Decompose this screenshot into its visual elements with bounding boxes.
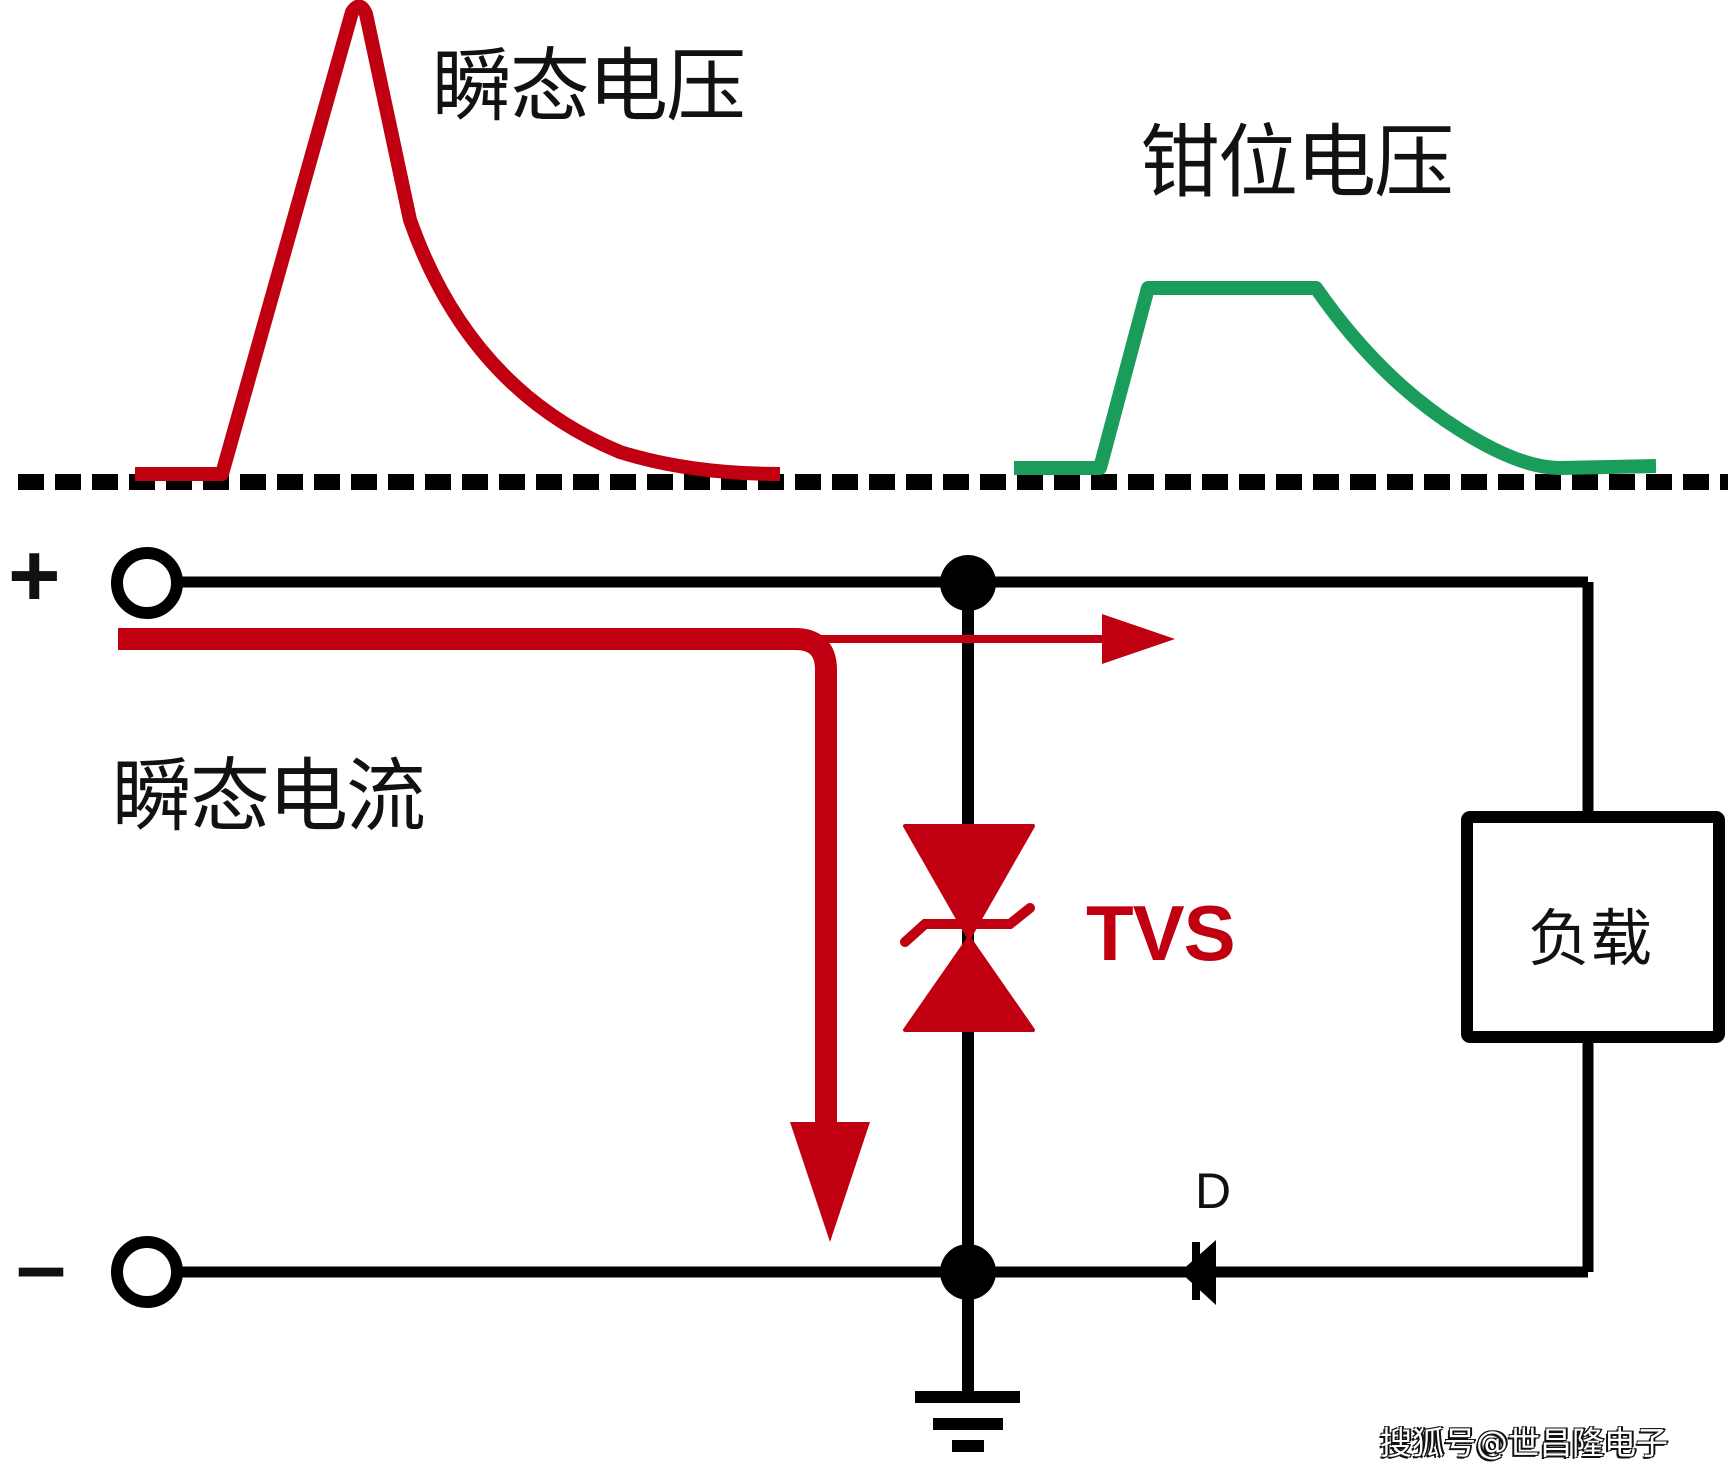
junction-bottom	[940, 1244, 996, 1300]
diode-label: D	[1195, 1163, 1232, 1219]
transient-current-label: 瞬态电流	[112, 750, 426, 843]
positive-terminal[interactable]	[111, 547, 183, 619]
junction-top	[940, 555, 996, 611]
transient-current-path	[118, 628, 837, 1130]
tvs-label: TVS	[1086, 889, 1236, 977]
transient-voltage-label: 瞬态电压	[432, 40, 746, 133]
load-box[interactable]	[1461, 811, 1725, 1043]
diode-icon[interactable]	[1180, 1240, 1216, 1305]
watermark: 搜狐号@世昌隆电子	[1380, 1424, 1669, 1462]
negative-terminal[interactable]	[111, 1236, 183, 1308]
transient-voltage-waveform	[135, 0, 781, 481]
positive-sign: +	[8, 526, 61, 626]
tvs-diode-icon[interactable]	[900, 824, 1035, 1032]
clamping-voltage-label: 钳位电压	[1140, 116, 1454, 209]
clamping-voltage-waveform	[1014, 281, 1657, 475]
negative-sign: –	[16, 1216, 67, 1316]
down-arrow-icon	[790, 1122, 870, 1242]
ground-icon	[915, 1391, 1020, 1452]
load-label: 负载	[1528, 902, 1653, 975]
right-arrow-icon	[1102, 614, 1175, 664]
